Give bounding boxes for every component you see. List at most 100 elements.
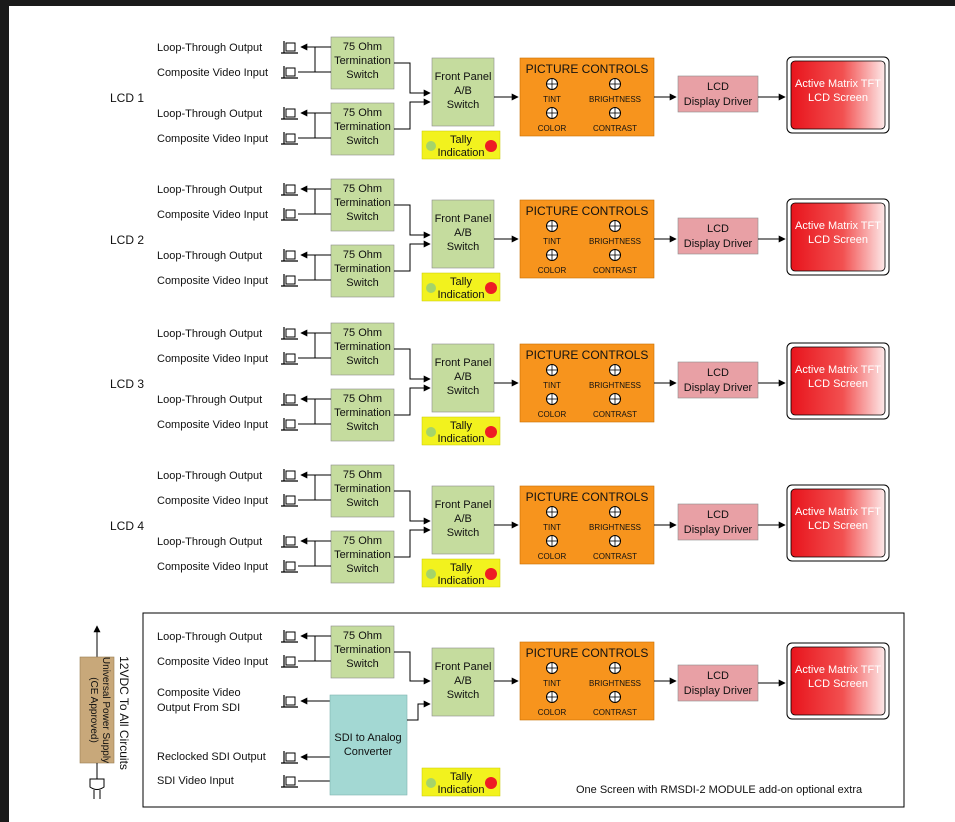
connector-body — [285, 328, 296, 338]
knob-icon — [609, 78, 621, 90]
knob-icon — [609, 662, 621, 674]
brightness-label: BRIGHTNESS — [589, 523, 641, 532]
composite-video-input-label: Composite Video Input — [157, 656, 268, 668]
connector-icon — [281, 418, 298, 431]
color-label: COLOR — [538, 410, 567, 419]
sdi-output-label: Composite Video — [157, 687, 241, 699]
loop-through-output-label: Loop-Through Output — [157, 184, 262, 196]
lcd-screen-label: Active Matrix TFT — [795, 664, 881, 676]
connector-body — [285, 42, 296, 52]
tally-green-led — [426, 427, 436, 437]
knob-icon — [546, 506, 558, 518]
knob-icon — [546, 249, 558, 261]
channel-label: LCD 3 — [110, 377, 144, 391]
plug-body — [89, 778, 105, 790]
composite-video-input-label: Composite Video Input — [157, 353, 268, 365]
termination-to-front-panel — [394, 651, 431, 685]
loop-through-output-label: Loop-Through Output — [157, 328, 262, 340]
termination-switch-label: 75 Ohm — [343, 327, 382, 339]
lcd-display-driver-body — [677, 664, 759, 702]
connector-icon — [281, 469, 298, 482]
termination-switch-label: Termination — [334, 341, 391, 353]
front-panel-switch-label: Front Panel — [435, 71, 492, 83]
connector-body — [285, 561, 296, 571]
termination-to-front-panel — [394, 240, 431, 272]
sdi-input-label: SDI Video Input — [157, 775, 234, 787]
top-border-bar-right — [280, 0, 955, 6]
tally-label: Tally — [450, 134, 473, 146]
picture-controls-title: PICTURE CONTROLS — [526, 490, 649, 504]
input-wire — [298, 540, 331, 567]
channel-label: LCD 4 — [110, 519, 144, 533]
connector-body — [285, 419, 296, 429]
front-panel-switch-body — [431, 57, 495, 127]
module-frame — [142, 612, 905, 808]
connector-body — [285, 394, 296, 404]
lcd-screen-panel — [790, 60, 886, 130]
termination-switch-label: Switch — [346, 69, 378, 81]
loop-through-output-label: Loop-Through Output — [157, 536, 262, 548]
contrast-label: CONTRAST — [593, 552, 637, 561]
connector-icon — [281, 695, 298, 708]
tally-label: Indication — [437, 289, 484, 301]
lcd-screen-label: LCD Screen — [808, 92, 868, 104]
connector-icon — [281, 208, 298, 221]
knob-icon — [609, 691, 621, 703]
termination-switch-body — [330, 388, 395, 442]
channel-label: LCD 1 — [110, 91, 144, 105]
tally-label: Indication — [437, 147, 484, 159]
front-panel-switch-body — [431, 647, 495, 717]
lcd-display-driver-label: LCD — [707, 670, 729, 682]
front-panel-switch-label: A/B — [454, 513, 472, 525]
tint-label: TINT — [543, 381, 561, 390]
color-label: COLOR — [538, 708, 567, 717]
power-output-label: 12VDC To All Circuits — [117, 656, 131, 770]
knob-icon — [609, 393, 621, 405]
knob-icon — [609, 220, 621, 232]
tint-label: TINT — [543, 523, 561, 532]
connector-icon — [281, 327, 298, 340]
termination-switch-label: Termination — [334, 263, 391, 275]
termination-switch-label: 75 Ohm — [343, 630, 382, 642]
picture-controls-title: PICTURE CONTROLS — [526, 646, 649, 660]
composite-video-input-label: Composite Video Input — [157, 561, 268, 573]
termination-switch-label: Switch — [346, 211, 378, 223]
sdi-output-label: Output From SDI — [157, 702, 240, 714]
termination-switch-body — [330, 178, 395, 232]
front-panel-switch-label: A/B — [454, 227, 472, 239]
connector-icon — [281, 535, 298, 548]
front-panel-switch-label: A/B — [454, 675, 472, 687]
module-footnote: One Screen with RMSDI-2 MODULE add-on op… — [576, 784, 863, 796]
lcd-screen-panel — [790, 202, 886, 272]
color-label: COLOR — [538, 124, 567, 133]
lcd-screen-label: Active Matrix TFT — [795, 506, 881, 518]
knob-icon — [546, 535, 558, 547]
tally-label: Tally — [450, 420, 473, 432]
lcd-display-driver-body — [677, 361, 759, 399]
knob-icon — [546, 220, 558, 232]
input-wire — [298, 474, 331, 501]
picture-controls-body — [519, 641, 655, 721]
termination-switch-body — [330, 530, 395, 584]
input-wire — [298, 254, 331, 281]
connector-body — [285, 67, 296, 77]
connector-body — [285, 108, 296, 118]
connector-icon — [281, 393, 298, 406]
connector-icon — [281, 132, 298, 145]
connector-body — [285, 184, 296, 194]
tally-label: Tally — [450, 771, 473, 783]
termination-to-front-panel — [394, 348, 431, 383]
input-wire — [298, 332, 331, 359]
lcd-display-driver-label: LCD — [707, 223, 729, 235]
termination-to-front-panel — [394, 62, 431, 97]
termination-switch-label: Switch — [346, 421, 378, 433]
